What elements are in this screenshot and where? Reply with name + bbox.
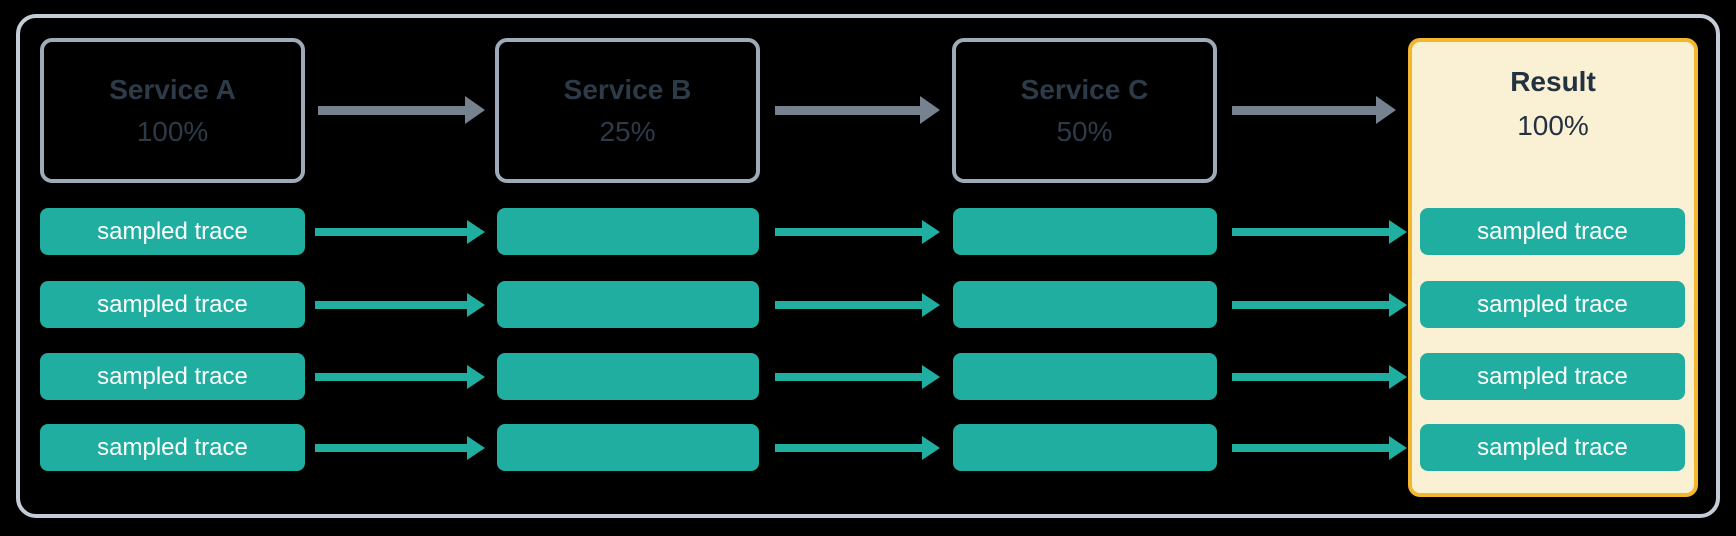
arrow-right-icon xyxy=(315,220,485,244)
trace-bar xyxy=(497,208,759,255)
service-c-box: Service C 50% xyxy=(952,38,1217,183)
sampled-trace-bar: sampled trace xyxy=(40,281,305,328)
arrow-right-icon xyxy=(775,220,940,244)
service-name: Service C xyxy=(1020,73,1149,105)
arrow-right-icon xyxy=(315,436,485,460)
arrow-right-icon xyxy=(1232,96,1396,124)
sampled-trace-bar: sampled trace xyxy=(40,353,305,400)
arrow-right-icon xyxy=(318,96,485,124)
service-a-box: Service A 100% xyxy=(40,38,305,183)
trace-bar xyxy=(953,353,1217,400)
result-box: Result 100% xyxy=(1408,38,1698,497)
sampling-rate: 50% xyxy=(1056,115,1113,147)
sampling-rate: 100% xyxy=(136,115,209,147)
trace-bar xyxy=(497,353,759,400)
arrow-right-icon xyxy=(1232,220,1407,244)
sampled-trace-bar: sampled trace xyxy=(1420,424,1685,471)
arrow-right-icon xyxy=(775,293,940,317)
trace-bar xyxy=(497,281,759,328)
result-title: Result xyxy=(1510,66,1596,97)
sampled-trace-bar: sampled trace xyxy=(1420,281,1685,328)
trace-bar xyxy=(953,208,1217,255)
service-name: Service B xyxy=(563,73,692,105)
arrow-right-icon xyxy=(1232,436,1407,460)
sampled-trace-bar: sampled trace xyxy=(1420,208,1685,255)
arrow-right-icon xyxy=(315,293,485,317)
sampled-trace-bar: sampled trace xyxy=(40,424,305,471)
arrow-right-icon xyxy=(315,365,485,389)
trace-bar xyxy=(953,281,1217,328)
sampling-rate: 25% xyxy=(599,115,656,147)
result-rate: 100% xyxy=(1517,110,1589,142)
arrow-right-icon xyxy=(775,365,940,389)
arrow-right-icon xyxy=(775,436,940,460)
sampled-trace-bar: sampled trace xyxy=(40,208,305,255)
diagram-frame xyxy=(16,14,1720,518)
sampled-trace-bar: sampled trace xyxy=(1420,353,1685,400)
arrow-right-icon xyxy=(1232,293,1407,317)
trace-bar xyxy=(497,424,759,471)
trace-bar xyxy=(953,424,1217,471)
service-b-box: Service B 25% xyxy=(495,38,760,183)
arrow-right-icon xyxy=(775,96,940,124)
service-name: Service A xyxy=(109,73,236,105)
arrow-right-icon xyxy=(1232,365,1407,389)
